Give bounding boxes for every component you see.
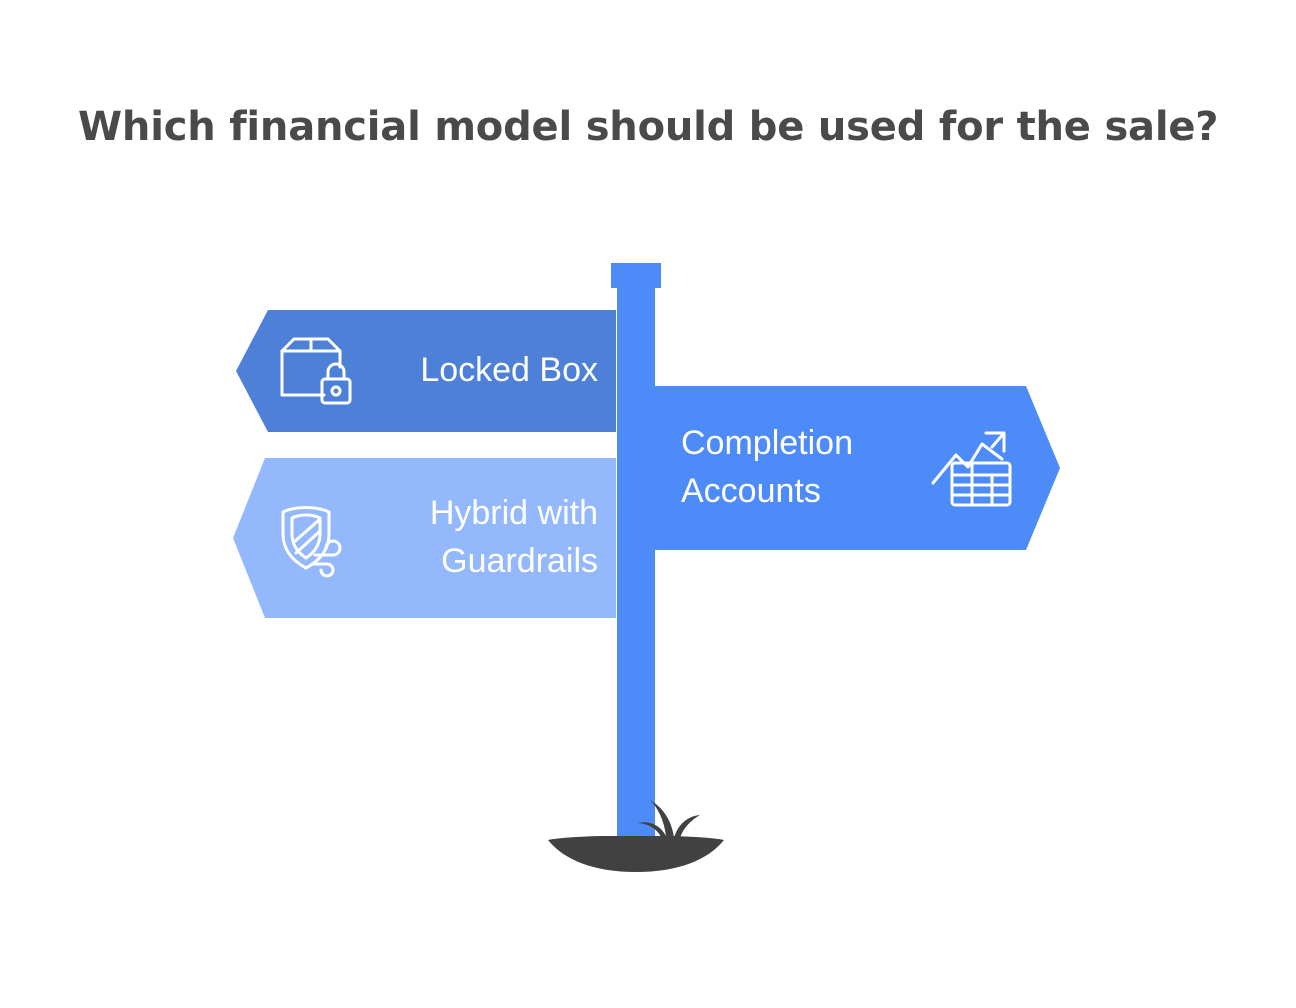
sign-hybrid-guardrails[interactable]: Hybrid with Guardrails	[233, 458, 616, 618]
sign-hybrid-guardrails-label: Hybrid with Guardrails	[355, 490, 598, 585]
ground-mound	[548, 835, 724, 872]
sign-completion-accounts-label: Completion Accounts	[681, 420, 930, 515]
page-title: Which financial model should be used for…	[78, 104, 1219, 150]
sign-completion-line2: Accounts	[681, 472, 821, 510]
signpost-shaft	[617, 288, 655, 861]
box-lock-icon	[278, 335, 354, 407]
sign-completion-accounts[interactable]: Completion Accounts	[655, 386, 1060, 550]
sign-locked-box-label: Locked Box	[420, 351, 598, 390]
shield-wind-icon	[275, 498, 355, 578]
sign-hybrid-line1: Hybrid with	[429, 494, 598, 533]
ground-icon	[548, 835, 724, 872]
grass-icon	[638, 800, 700, 846]
sign-locked-box[interactable]: Locked Box	[236, 310, 616, 432]
sign-completion-line1: Completion	[681, 424, 853, 463]
sign-hybrid-line2: Guardrails	[441, 542, 598, 580]
spreadsheet-growth-icon	[930, 427, 1014, 509]
signpost-cap	[611, 263, 661, 288]
